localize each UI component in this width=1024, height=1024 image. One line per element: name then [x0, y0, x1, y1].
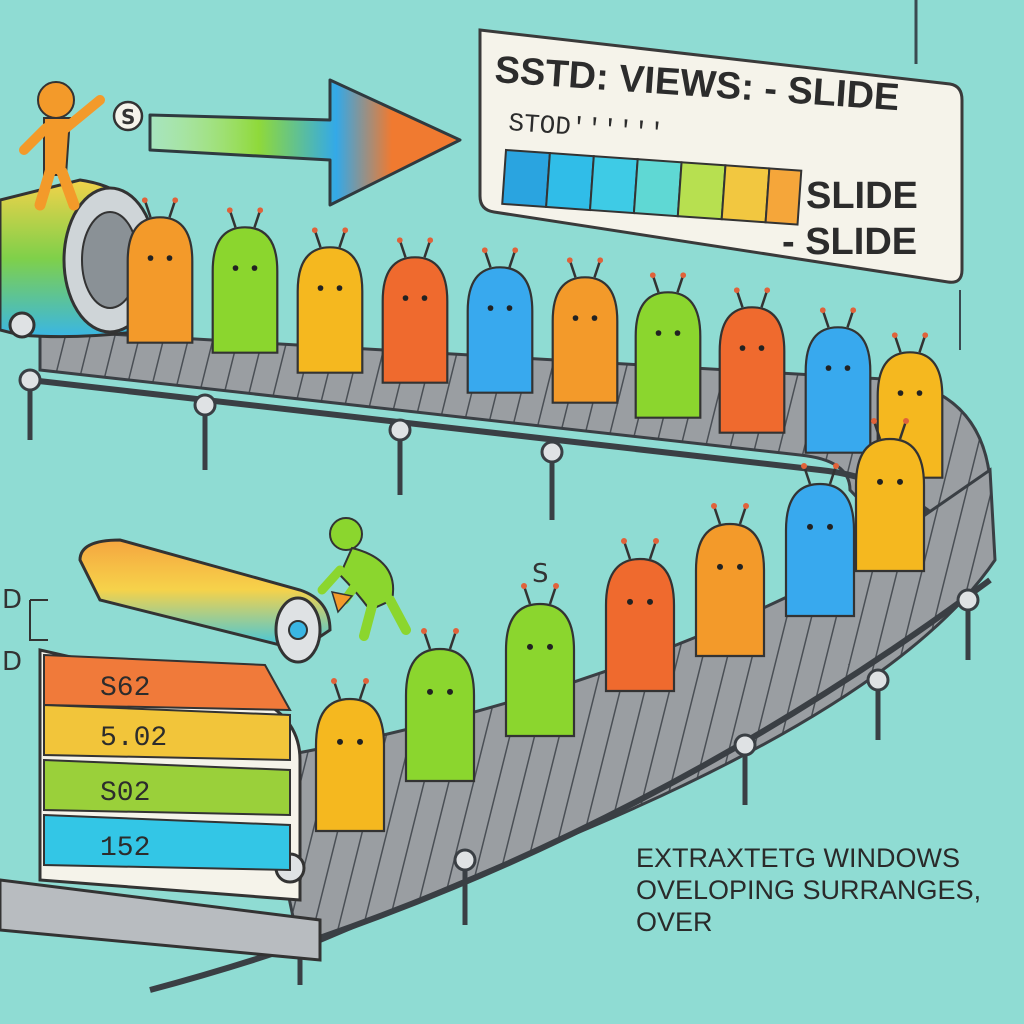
blob-character-green [404, 628, 476, 783]
antenna-icon [711, 503, 749, 525]
antenna-icon [481, 247, 519, 268]
arrow-icon [148, 78, 462, 207]
antenna-icon [801, 463, 839, 485]
antenna-icon [649, 272, 687, 293]
blob-character-yellow [296, 227, 364, 374]
blob-character-red [381, 237, 449, 384]
blob-character-yellow [854, 418, 926, 573]
upper-character-row [126, 197, 944, 479]
antenna-icon [621, 538, 659, 560]
blob-character-red [604, 538, 676, 693]
antenna-icon [871, 418, 909, 440]
blob-character-yellow [314, 678, 386, 833]
lower-character-row [314, 418, 926, 833]
blob-character-orange [126, 197, 194, 344]
info-panel: SSTD: VIEWS: - SLIDE STOD′′′′′′ SLIDE - … [478, 0, 964, 350]
antenna-icon [226, 207, 264, 228]
caption-line-1: EXTRAXTETG WINDOWS [636, 843, 960, 873]
blob-character-orange [551, 257, 619, 404]
antenna-icon [891, 332, 929, 353]
side-bracket-marks: D D [2, 585, 48, 677]
antenna-icon [733, 287, 771, 308]
blob-character-blue [784, 463, 856, 618]
blob-character-green [504, 583, 576, 738]
antenna-icon [396, 237, 434, 258]
worker-figure-top [19, 81, 105, 211]
caption: EXTRAXTETG WINDOWS OVELOPING SURRANGES, … [636, 842, 1016, 938]
coin-icon: S [112, 100, 144, 132]
antenna-icon [311, 227, 349, 248]
caption-line-3: OVER [636, 907, 713, 937]
antenna-icon [331, 678, 369, 700]
antenna-icon [521, 583, 559, 605]
blob-character-orange [694, 503, 766, 658]
antenna-icon [421, 628, 459, 650]
coin-top-letter: S [121, 105, 135, 129]
worker-figure-middle [317, 517, 411, 641]
side-mark-bottom: D [2, 647, 22, 677]
blob-character-blue [804, 307, 872, 454]
blob-character-red [718, 287, 786, 434]
blob-character-blue [466, 247, 534, 394]
coin-middle-letter: S [532, 559, 549, 589]
panel-label-slide-dash: - SLIDE [782, 221, 917, 263]
side-mark-top: D [2, 585, 22, 615]
scroll-row-label: 5.02 [100, 723, 167, 754]
panel-gradient-bar [501, 148, 803, 226]
scroll-row: 5.02 [43, 703, 291, 762]
blob-character-green [211, 207, 279, 354]
scroll-row-label: 152 [100, 833, 150, 864]
scroll-row: S62 [43, 653, 292, 712]
antenna-icon [141, 197, 179, 218]
scroll-row: 152 [43, 813, 291, 872]
scroll-row-label: S62 [100, 673, 150, 704]
panel-label-slide: SLIDE [806, 175, 918, 217]
scroll-row: S02 [43, 758, 291, 817]
blob-character-green [634, 272, 702, 419]
scroll-row-label: S02 [100, 778, 150, 809]
antenna-icon [566, 257, 604, 278]
antenna-icon [819, 307, 857, 328]
caption-line-2: OVELOPING SURRANGES, [636, 875, 982, 905]
